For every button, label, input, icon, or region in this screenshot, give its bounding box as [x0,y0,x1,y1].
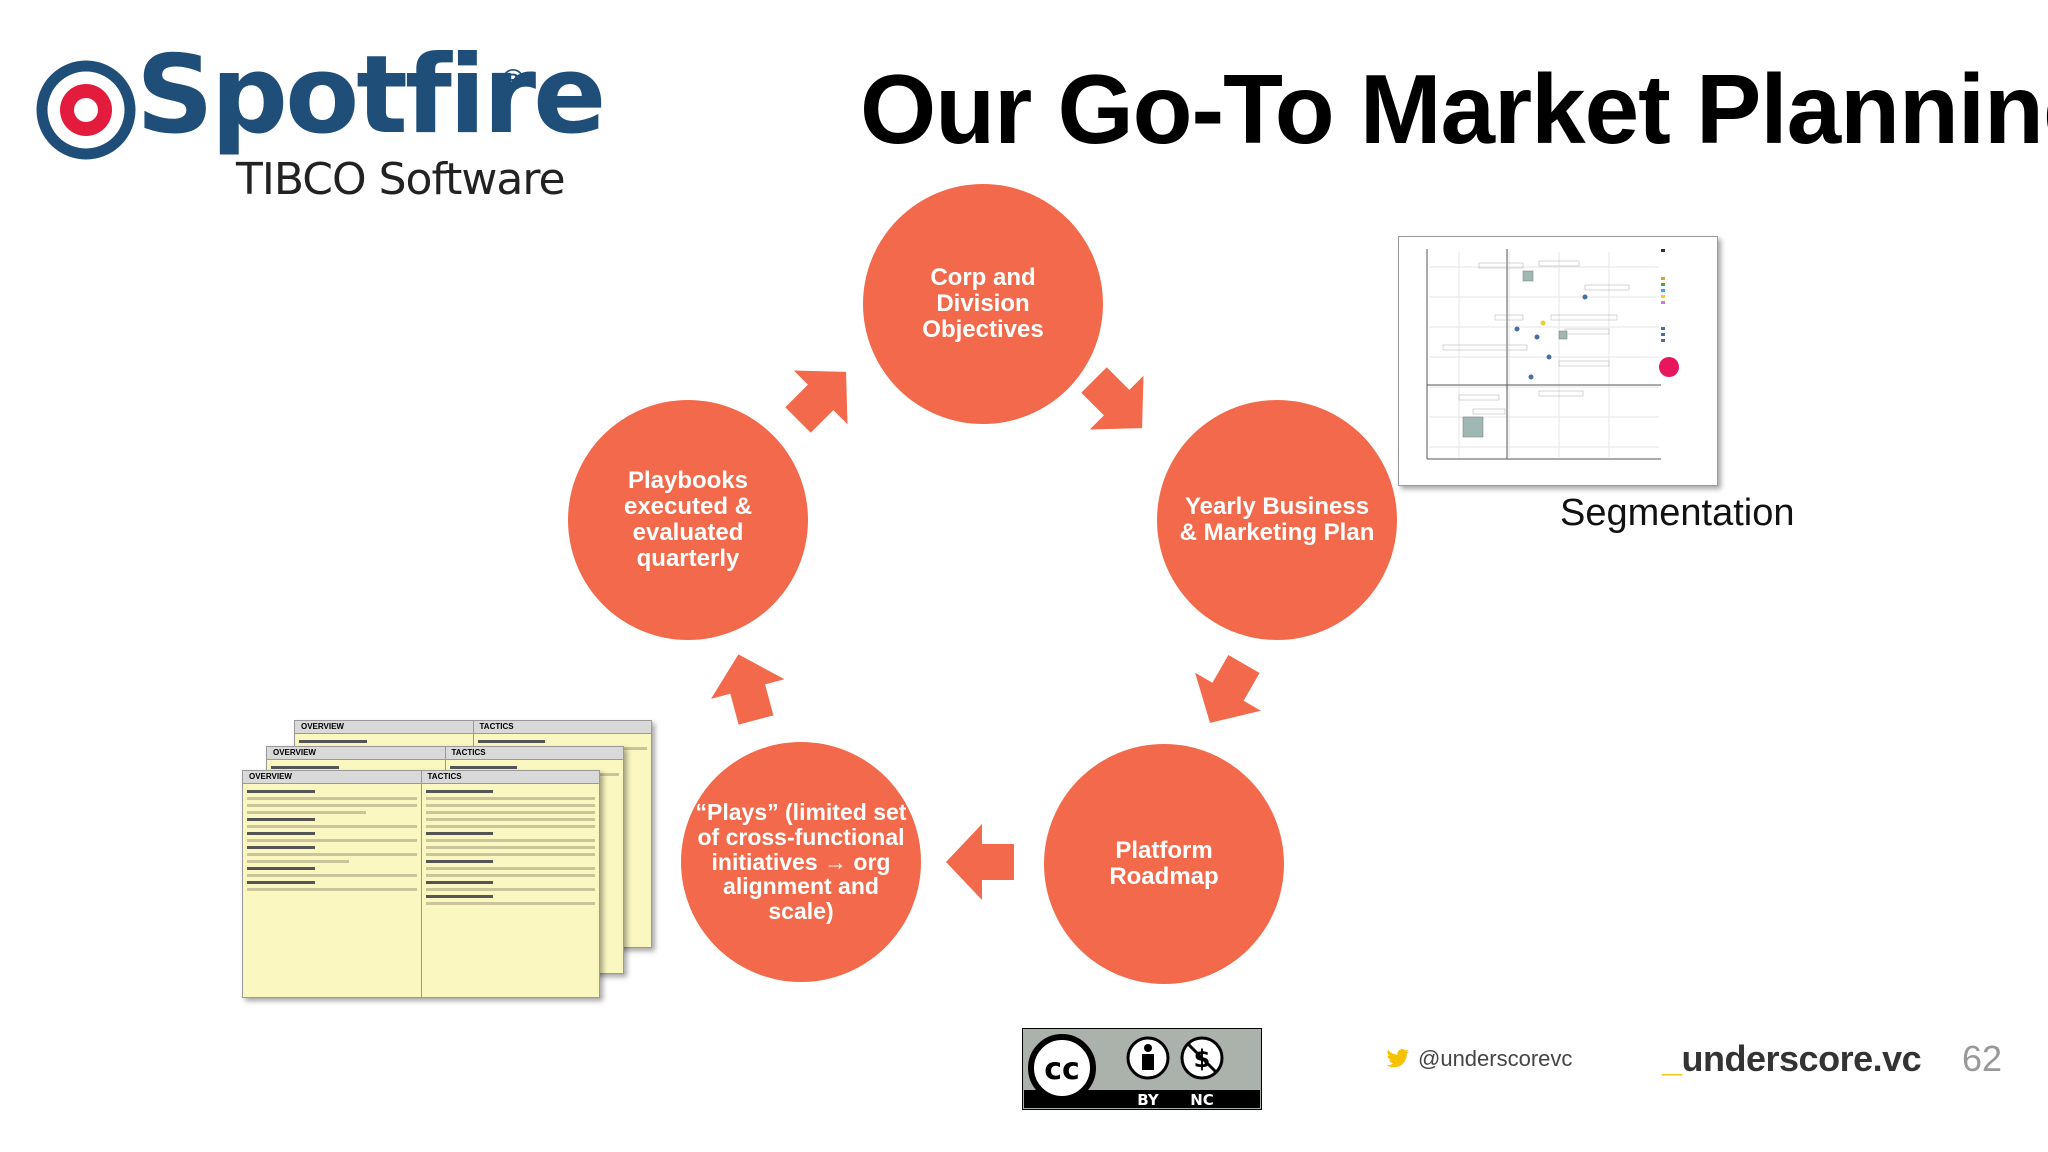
cc-icon: cc [1044,1052,1080,1087]
cycle-node-corp-objectives: Corp and Division Objectives [863,184,1103,424]
slide-title: Our Go-To Market Planning [860,54,2048,164]
segmentation-chart-thumbnail [1398,236,1718,486]
doc-col-header-overview: OVERVIEW [273,748,316,757]
segmentation-label: Segmentation [1560,492,1795,534]
underscore-vc-brand: _underscore.vc [1662,1038,1922,1080]
cycle-node-plays: “Plays” (limited set of cross-functional… [681,742,921,982]
cc-nc-label: NC [1190,1091,1214,1109]
doc-col-header-tactics: TACTICS [444,747,624,759]
twitter-bird-icon [1386,1049,1410,1068]
cc-by-nc-badge: cc $ BY NC [1022,1028,1262,1110]
arrow-yearly-to-platform [1195,655,1261,723]
attribution-icon [1142,1054,1154,1070]
doc-col-header-tactics: TACTICS [420,771,600,783]
brand-underscore-mark: _ [1662,1038,1682,1079]
arrow-platform-to-plays [946,824,1014,900]
brand-text: underscore.vc [1681,1038,1922,1079]
arrow-plays-to-playbooks [711,654,785,725]
spotfire-target-icon [36,60,136,160]
spotfire-logo: Spotfire ® TIBCO Software [36,42,606,210]
cycle-node-playbooks: Playbooks executed & evaluated quarterly [568,400,808,640]
playbook-doc-front: OVERVIEW TACTICS [242,770,600,998]
page-number: 62 [1962,1038,2003,1079]
logo-registered-mark: ® [502,64,525,97]
twitter-handle-text: @underscorevc [1418,1046,1573,1071]
segmentation-scatter-image [1426,249,1679,460]
doc-col-header-overview: OVERVIEW [249,772,292,781]
cycle-node-yearly-plan: Yearly Business & Marketing Plan [1157,400,1397,640]
arrow-playbooks-to-corp [785,370,848,433]
doc-col-header-tactics: TACTICS [472,721,652,733]
cycle-node-platform-roadmap: Platform Roadmap [1044,744,1284,984]
cc-by-label: BY [1137,1091,1160,1109]
twitter-handle: @underscorevc [1386,1046,1572,1072]
doc-col-header-overview: OVERVIEW [301,722,344,731]
logo-subtitle: TIBCO Software [236,154,566,205]
logo-wordmark: Spotfire [136,33,606,158]
